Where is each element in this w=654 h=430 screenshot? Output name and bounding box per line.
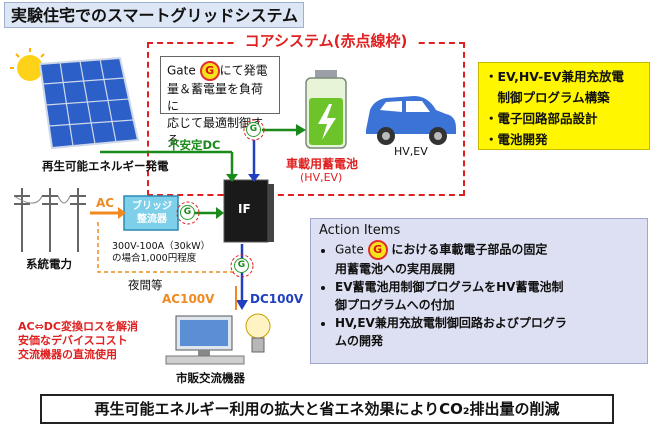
development-item: ・EV,HV-EV兼用充放電 — [485, 69, 624, 84]
bridge-label: ブリッジ整流器 — [132, 201, 172, 225]
unstable-dc-line — [100, 150, 234, 176]
gate-prefix: Gate — [167, 63, 196, 78]
action-item-text: 御プログラムへの付加 — [335, 298, 455, 312]
battery-label: 車載用蓄電池 — [286, 157, 359, 171]
ac100v-label: AC100V — [162, 292, 215, 306]
action-item: Gate G における車載電子部品の固定 用蓄電池への実用展開 — [335, 240, 639, 278]
action-item-text: ムの開発 — [335, 334, 384, 348]
action-items-box: Action Items Gate G における車載電子部品の固定 用蓄電池への… — [310, 218, 648, 364]
gate-g-icon: G — [199, 61, 220, 81]
power-pole-icon — [13, 188, 86, 252]
ac-label: AC — [96, 196, 115, 210]
battery-icon — [305, 70, 347, 149]
solar-panel-icon — [10, 48, 140, 150]
loss-note-line: 交流機器の直流使用 — [18, 348, 117, 361]
g-badge-icon: G — [180, 205, 195, 220]
gate-line3: 応じて最適制御する — [167, 116, 264, 147]
core-system-title: コアシステム(赤点線枠) — [236, 30, 416, 51]
action-item: EV蓄電池用制御プログラムをHV蓄電池制 御プログラムへの付加 — [335, 278, 639, 314]
action-item-text: HV,EV兼用充放電制御回路およびプログラ — [335, 316, 567, 330]
action-item-text: 用蓄電池への実用展開 — [335, 262, 456, 276]
action-items-heading: Action Items — [319, 223, 401, 238]
bridge-note-1: 300V-100A（30kW） — [112, 241, 211, 252]
gate-suffix: にて発電 — [219, 63, 268, 78]
loss-note: AC⇔DC変換ロスを解消 安価なデバイスコスト 交流機器の直流使用 — [18, 320, 138, 362]
g-badge-icon: G — [234, 258, 249, 273]
dc100v-label: DC100V — [250, 292, 304, 306]
gate-line2: 量＆蓄電量を負荷に — [167, 82, 264, 113]
development-item: ・電池開発 — [485, 132, 548, 147]
car-icon — [366, 96, 456, 145]
bridge-note-2: の場合1,000円程度 — [112, 253, 197, 264]
if-box-icon — [223, 179, 274, 243]
night-label: 夜間等 — [128, 278, 163, 292]
bridge-rectifier-box — [123, 195, 179, 231]
gate-g-icon: G — [367, 240, 388, 260]
if-label: IF — [238, 202, 251, 216]
loss-note-line: 安価なデバイスコスト — [18, 334, 128, 347]
car-label: HV,EV — [394, 145, 428, 158]
development-items-box: ・EV,HV-EV兼用充放電 制御プログラム構築 ・電子回路部品設計 ・電池開発 — [478, 62, 650, 150]
g-badge-icon: G — [246, 122, 261, 137]
grid-label: 系統電力 — [26, 257, 72, 271]
battery-sub-label: (HV,EV) — [300, 171, 343, 184]
unstable-dc-label: 不安定DC — [168, 138, 221, 152]
loss-note-line: AC⇔DC変換ロスを解消 — [18, 320, 139, 333]
appliance-label: 市販交流機器 — [176, 371, 245, 385]
development-item: ・電子回路部品設計 — [485, 111, 598, 126]
bottom-banner: 再生可能エネルギー利用の拡大と省エネ効果によりCO₂排出量の削減 — [40, 394, 614, 424]
action-item: HV,EV兼用充放電制御回路およびプログラ ムの開発 — [335, 314, 639, 350]
appliance-icon — [165, 313, 271, 365]
action-item-prefix: Gate — [335, 242, 364, 257]
development-item: 制御プログラム構築 — [485, 90, 610, 105]
page-title: 実験住宅でのスマートグリッドシステム — [4, 2, 304, 28]
action-item-text: における車載電子部品の固定 — [391, 242, 548, 257]
solar-label: 再生可能エネルギー発電 — [42, 159, 169, 173]
action-item-text: EV蓄電池用制御プログラムをHV蓄電池制 — [335, 280, 564, 294]
